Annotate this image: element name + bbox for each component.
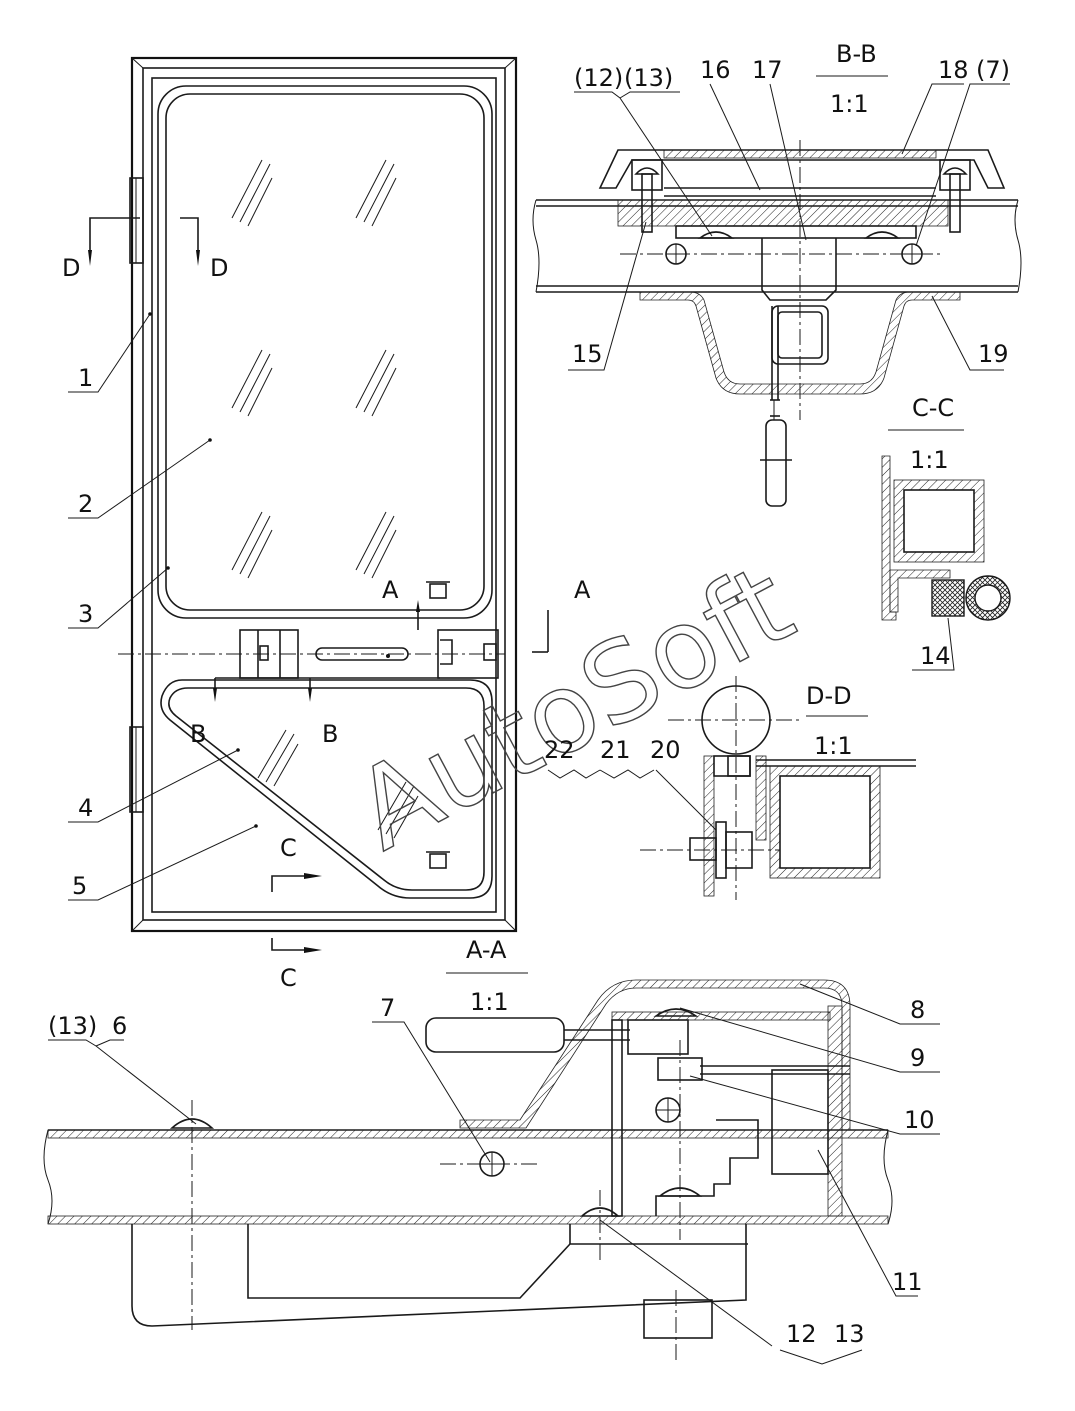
- section-bb: [532, 75, 1022, 507]
- callout-20: 20: [650, 736, 681, 764]
- callout-12: 12: [786, 1320, 817, 1348]
- cut-mark-d-left: D: [62, 254, 80, 282]
- callout-11: 11: [892, 1268, 923, 1296]
- glass-reflection-marks: [231, 159, 397, 579]
- callout-9: 9: [910, 1044, 925, 1072]
- callout-14: 14: [920, 642, 951, 670]
- cc-title: C-C: [912, 394, 954, 422]
- section-cc: [881, 429, 1011, 671]
- cut-mark-d-right: D: [210, 254, 228, 282]
- callout-17: 17: [752, 56, 783, 84]
- callout-10: 10: [904, 1106, 935, 1134]
- cut-mark-c-bottom: C: [280, 964, 297, 992]
- section-dd: [547, 676, 916, 900]
- callout-7: 7: [380, 994, 395, 1022]
- callout-7-ref: (7): [976, 56, 1010, 84]
- upper-glass-seal: [157, 85, 493, 619]
- callout-6: 6: [112, 1012, 127, 1040]
- bb-scale: 1:1: [830, 90, 869, 118]
- cut-mark-a-left: A: [382, 576, 399, 604]
- cut-mark-b-right: B: [322, 720, 338, 748]
- callout-19: 19: [978, 340, 1009, 368]
- lower-glass-seal: [160, 679, 493, 899]
- lower-glass: [168, 687, 485, 891]
- callout-2: 2: [78, 490, 93, 518]
- callout-13: 13: [834, 1320, 865, 1348]
- aa-scale: 1:1: [470, 988, 509, 1016]
- callout-8: 8: [910, 996, 925, 1024]
- door-front-view: [68, 56, 549, 953]
- dd-scale: 1:1: [814, 732, 853, 760]
- callout-4: 4: [78, 794, 93, 822]
- cut-mark-a-right: A: [574, 576, 591, 604]
- callout-12-ref: (12): [574, 64, 623, 92]
- callout-1: 1: [78, 364, 93, 392]
- callout-18: 18: [938, 56, 969, 84]
- callout-5: 5: [72, 872, 87, 900]
- callout-15: 15: [572, 340, 603, 368]
- callout-3: 3: [78, 600, 93, 628]
- dd-title: D-D: [806, 682, 852, 710]
- callout-13-ref-aa: (13): [48, 1012, 97, 1040]
- latch-assembly: [118, 629, 505, 679]
- cut-mark-c-top: C: [280, 834, 297, 862]
- cc-scale: 1:1: [910, 446, 949, 474]
- upper-glass: [165, 93, 485, 611]
- callout-13-ref: (13): [624, 64, 673, 92]
- cut-mark-b-left: B: [190, 720, 206, 748]
- section-aa: [43, 972, 940, 1365]
- callout-22: 22: [544, 736, 575, 764]
- bb-title: B-B: [836, 40, 877, 68]
- aa-title: A-A: [466, 936, 507, 964]
- callout-21: 21: [600, 736, 631, 764]
- callout-16: 16: [700, 56, 731, 84]
